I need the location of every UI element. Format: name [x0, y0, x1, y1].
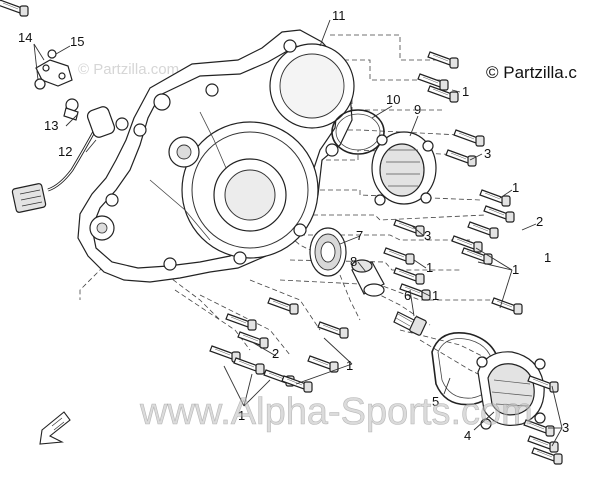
callout-1: 1 [432, 288, 439, 303]
bushing-8 [351, 259, 385, 297]
callout-1: 1 [238, 408, 245, 423]
callout-15: 15 [70, 34, 84, 49]
callout-3: 3 [562, 420, 569, 435]
partzilla-copyright: © Partzilla.c [486, 63, 577, 82]
leader-lines [33, 19, 563, 447]
bolt-6 [393, 311, 427, 336]
bolt [0, 0, 29, 17]
bolt-set [0, 0, 563, 465]
small-cover-9 [371, 131, 437, 206]
callout-13: 13 [44, 118, 58, 133]
alpha-sports-watermark: www.Alpha-Sports.com [139, 391, 533, 433]
callout-12: 12 [58, 144, 72, 159]
callout-4: 4 [464, 428, 471, 443]
callout-1: 1 [346, 358, 353, 373]
callout-1: 1 [544, 250, 551, 265]
partzilla-faint-watermark: © Partzilla.com [78, 61, 179, 78]
callout-5: 5 [432, 394, 439, 409]
callout-1: 1 [426, 260, 433, 275]
callout-1: 1 [512, 262, 519, 277]
callout-9: 9 [414, 102, 421, 117]
callout-1: 1 [512, 180, 519, 195]
side-cover-4 [476, 351, 546, 430]
callout-6: 6 [404, 288, 411, 303]
callout-14: 14 [18, 30, 32, 45]
partzilla-copyright-text: © Partzilla.c [486, 63, 577, 82]
callout-3: 3 [424, 228, 431, 243]
callout-2: 2 [272, 346, 279, 361]
callout-labels: 11 10 9 1 3 1 2 3 1 1 1 7 8 6 12 13 14 1… [18, 8, 569, 443]
callout-1: 1 [462, 84, 469, 99]
bracket-assembly [34, 49, 73, 90]
callout-11: 11 [332, 8, 346, 23]
gasket-10 [331, 109, 385, 155]
callout-10: 10 [386, 92, 400, 107]
front-arrow-icon [39, 411, 71, 445]
sensor-assembly [11, 98, 129, 213]
callout-3: 3 [484, 146, 491, 161]
callout-2: 2 [536, 214, 543, 229]
bearing-7 [309, 227, 347, 277]
callout-8: 8 [350, 254, 357, 269]
crankcase-cover [77, 29, 355, 283]
callout-7: 7 [356, 228, 363, 243]
